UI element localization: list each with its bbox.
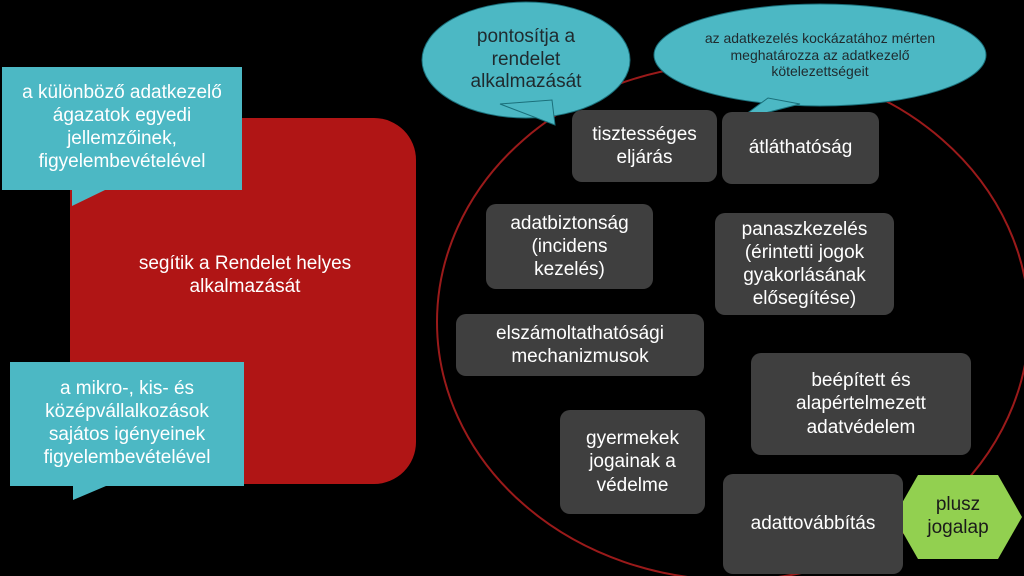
callout-top-shape xyxy=(2,67,242,206)
bubble-left-text: pontosítja a rendelet alkalmazását xyxy=(470,25,582,93)
topic-data-transfer: adattovábbítás xyxy=(723,474,903,574)
callout-top-text: a különböző adatkezelő ágazatok egyedi j… xyxy=(22,82,222,172)
topic-fair-processing: tisztességes eljárás xyxy=(572,110,717,182)
topic-transparency: átláthatóság xyxy=(722,112,879,184)
topic-child-protection: gyermekek jogainak a védelme xyxy=(560,410,705,514)
topic-data-security: adatbiztonság (incidens kezelés) xyxy=(486,204,653,289)
topic-complaints: panaszkezelés (érintetti jogok gyakorlás… xyxy=(715,213,894,315)
green-hex-shape xyxy=(894,475,1022,559)
callout-bottom-text: a mikro-, kis- és középvállalkozások saj… xyxy=(43,378,211,468)
legal-basis-label: plusz jogalap xyxy=(927,494,989,538)
bubble-left-shape xyxy=(421,1,631,126)
bubble-right-text: az adatkezelés kockázatához mérten megha… xyxy=(704,29,936,80)
topic-privacy-by-design: beépített és alapértelmezett adatvédelem xyxy=(751,353,971,455)
topic-accountability: elszámoltathatósági mechanizmusok xyxy=(456,314,704,376)
red-panel-label: segítik a Rendelet helyes alkalmazását xyxy=(138,252,352,297)
callout-bottom-shape xyxy=(10,362,244,500)
